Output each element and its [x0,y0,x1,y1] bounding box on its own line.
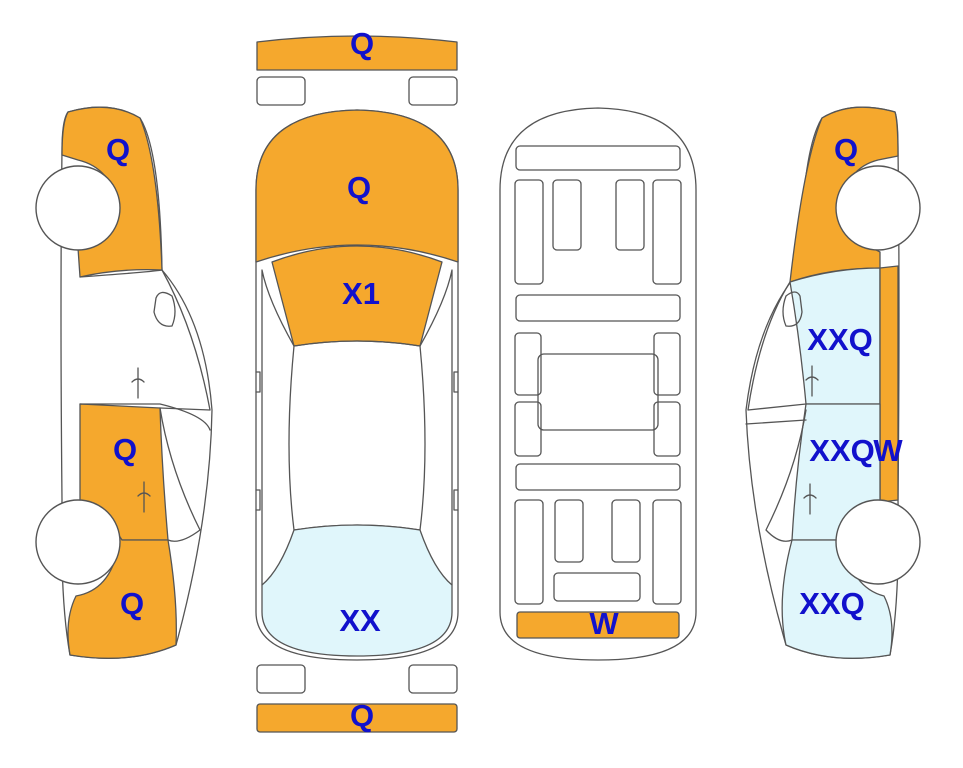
right-rear-door-code: XXQ [809,433,874,468]
left-rear-quarter-code: Q [120,586,144,621]
front-crossbar [515,294,681,322]
right-door-split [745,419,807,425]
left-headlight [256,76,306,106]
right-rear-wheel [835,499,921,585]
rear-glass [261,524,453,657]
right-mirror-rear [453,489,459,511]
rear-bumper [256,703,458,733]
left-rear-door-code: Q [113,432,137,467]
right-side-view: Q XXQ XXQ W XXQ [745,106,921,659]
hood [255,109,459,263]
left-mirror-rear [255,489,261,511]
rear-crossbar [515,463,681,491]
left-mirror [153,291,176,327]
front-bumper [256,35,458,71]
right-mirror [782,291,803,327]
left-rear-window [159,407,201,542]
middle-left-bay [514,332,542,396]
right-rear-quarter [781,539,893,659]
left-front-wheel [35,165,121,251]
right-pillar-line [419,269,453,586]
windshield-code: X1 [342,276,380,311]
underbody-view: W [499,107,697,661]
cargo-panel [553,572,641,602]
right-rear-handle [803,483,817,515]
rear-right-seat [611,499,641,563]
top-view: Q Q X1 XX Q [255,26,459,733]
rear-glass-code: XX [339,603,381,638]
dash-panel [515,145,681,171]
right-front-handle [805,365,819,397]
left-front-fender-code: Q [106,132,130,167]
middle-lower-right [653,401,681,457]
hood-code: Q [347,170,371,205]
left-pillar-line [261,269,295,586]
rear-bumper-code: Q [350,698,374,733]
middle-lower-left [514,401,542,457]
left-rear-handle [137,481,151,513]
rear-right-seat-side [652,499,682,605]
right-rocker-code: W [873,433,903,468]
underbody-outline [499,107,697,661]
right-front-door-code: XXQ [807,322,872,357]
front-bumper-code: Q [350,26,374,61]
right-front-fender-code: Q [834,132,858,167]
right-headlight [408,76,458,106]
front-right-seat-side [652,179,682,285]
left-window-line [79,269,211,411]
front-right-seat [615,179,645,251]
left-front-handle [131,367,145,399]
left-mirror-top [255,371,261,393]
left-side-view: Q Q Q [35,106,213,659]
right-taillight [408,664,458,694]
rear-left-seat-side [514,499,544,605]
right-front-wheel [835,165,921,251]
center-console [537,353,659,431]
roof-rear-strip-code: W [589,606,619,641]
right-rear-window [765,409,807,542]
left-front-fender [61,106,163,278]
roof-outline [288,340,426,531]
left-rear-wheel [35,499,121,585]
right-window-line [747,281,807,411]
rear-left-seat [554,499,584,563]
left-taillight [256,664,306,694]
right-rear-quarter-code: XXQ [799,586,864,621]
right-mirror-top [453,371,459,393]
front-left-seat [552,179,582,251]
front-left-seat-side [514,179,544,285]
middle-right-bay [653,332,681,396]
left-door-split [79,403,211,431]
roof-rear-strip [516,611,680,639]
